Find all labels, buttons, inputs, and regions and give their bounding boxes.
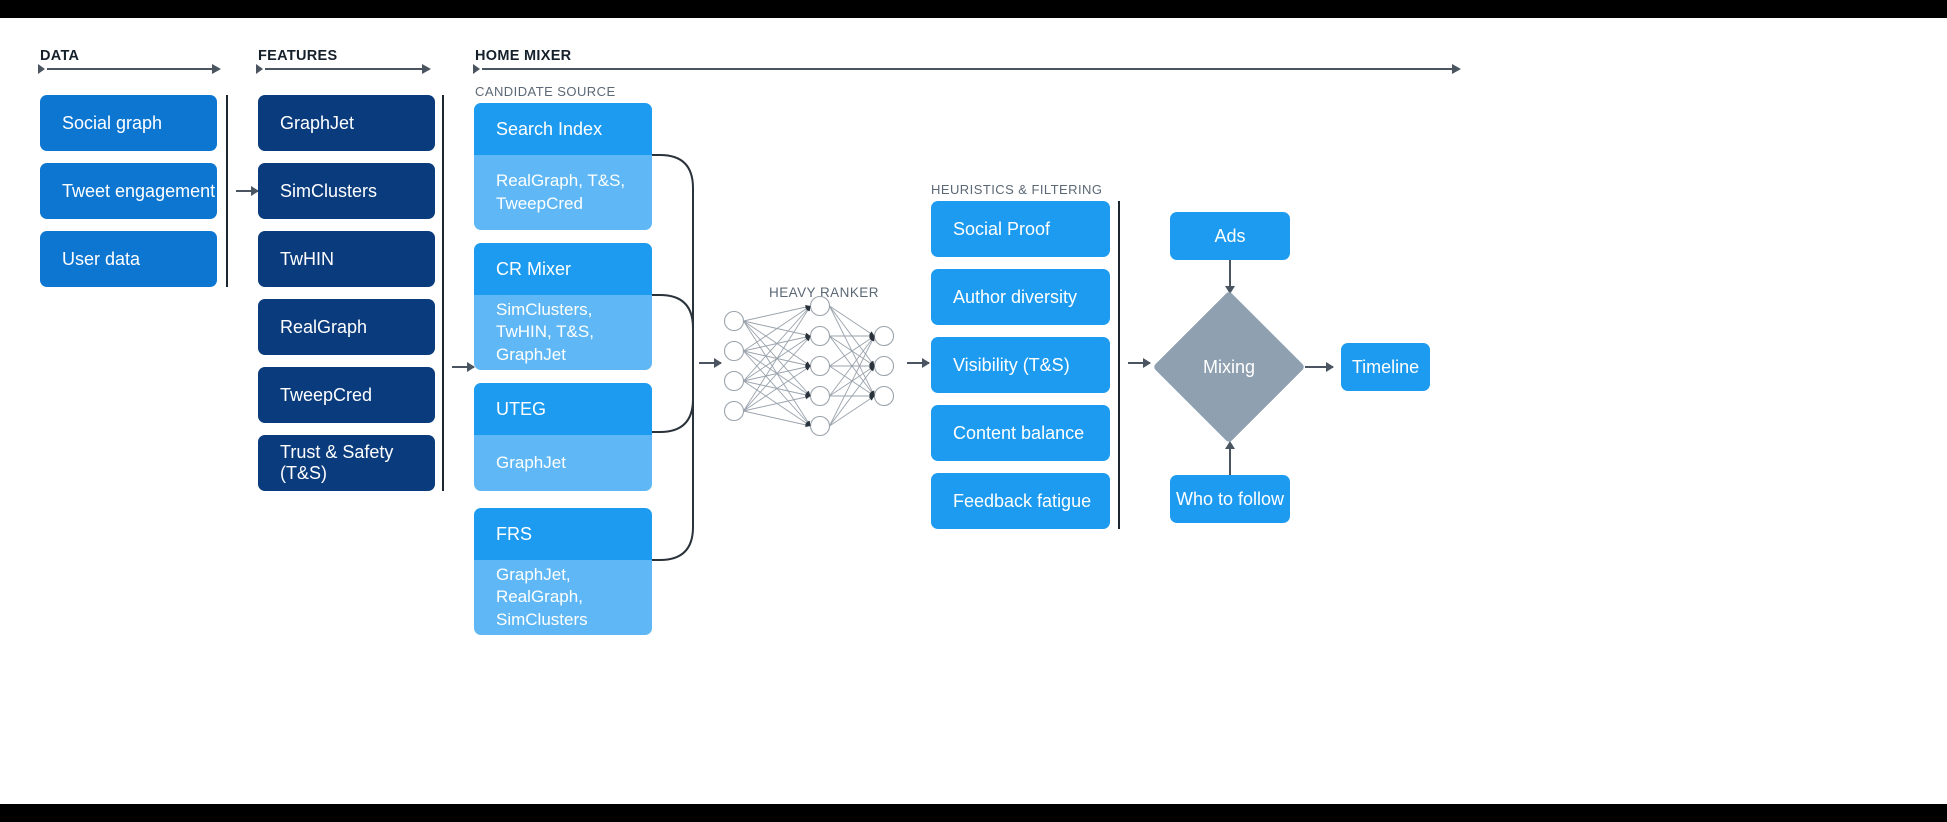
subsection-title-heuristics: HEURISTICS & FILTERING bbox=[931, 182, 1103, 197]
divider-features-homemixer bbox=[442, 95, 444, 491]
diagram-canvas: DATA FEATURES HOME MIXER CANDIDATE SOURC… bbox=[0, 18, 1947, 804]
who-to-follow-label: Who to follow bbox=[1175, 488, 1285, 509]
feature-box-label: Trust & Safety (T&S) bbox=[280, 442, 394, 483]
heuristic-box-label: Social Proof bbox=[953, 218, 1051, 239]
feature-box-label: RealGraph bbox=[280, 316, 368, 337]
arrow-heavy-ranker-to-heuristics bbox=[907, 358, 930, 368]
divider-data-features bbox=[226, 95, 228, 287]
arrow-mixing-to-timeline bbox=[1305, 362, 1334, 372]
home-mixer-rule-arrowhead bbox=[1452, 64, 1461, 74]
heuristic-box-label: Visibility (T&S) bbox=[953, 354, 1070, 375]
candidate-source-cr-mixer[interactable]: CR Mixer SimClusters, TwHIN, T&S, GraphJ… bbox=[474, 243, 652, 370]
arrow-heuristics-to-mixing bbox=[1128, 358, 1151, 368]
candidate-source-search-index[interactable]: Search Index RealGraph, T&S, TweepCred bbox=[474, 103, 652, 230]
arrow-candidates-to-heavy-ranker bbox=[699, 358, 722, 368]
data-box-user-data[interactable]: User data bbox=[40, 231, 217, 287]
data-box-label: Tweet engagement bbox=[62, 180, 216, 201]
timeline-label: Timeline bbox=[1351, 356, 1420, 377]
feature-box-realgraph[interactable]: RealGraph bbox=[258, 299, 435, 355]
feature-box-tweepcred[interactable]: TweepCred bbox=[258, 367, 435, 423]
heuristic-box-author-diversity[interactable]: Author diversity bbox=[931, 269, 1110, 325]
candidate-source-name: Search Index bbox=[474, 103, 652, 155]
features-rule-arrowhead bbox=[422, 64, 431, 74]
candidate-source-uteg[interactable]: UTEG GraphJet bbox=[474, 383, 652, 491]
candidate-source-features: GraphJet, RealGraph, SimClusters bbox=[474, 560, 652, 635]
candidate-source-features: GraphJet bbox=[474, 435, 652, 491]
who-to-follow-box[interactable]: Who to follow bbox=[1170, 475, 1290, 523]
heuristic-box-label: Author diversity bbox=[953, 286, 1078, 307]
feature-box-label: GraphJet bbox=[280, 112, 355, 133]
ads-box[interactable]: Ads bbox=[1170, 212, 1290, 260]
home-mixer-rule-start-marker bbox=[473, 64, 480, 74]
arrow-who-to-follow-to-mixing bbox=[1225, 441, 1235, 475]
feature-box-trust-safety[interactable]: Trust & Safety (T&S) bbox=[258, 435, 435, 491]
data-rule-arrowhead bbox=[212, 64, 221, 74]
feature-box-label: TweepCred bbox=[280, 384, 373, 405]
feature-box-label: TwHIN bbox=[280, 248, 334, 269]
data-rule-start-marker bbox=[38, 64, 45, 74]
candidate-source-name: UTEG bbox=[474, 383, 652, 435]
heuristic-box-social-proof[interactable]: Social Proof bbox=[931, 201, 1110, 257]
heuristic-box-label: Feedback fatigue bbox=[953, 490, 1092, 511]
candidate-source-name: CR Mixer bbox=[474, 243, 652, 295]
home-mixer-rule bbox=[482, 68, 1459, 70]
ads-label: Ads bbox=[1214, 225, 1246, 246]
feature-box-label: SimClusters bbox=[280, 180, 378, 201]
features-rule-start-marker bbox=[256, 64, 263, 74]
heuristic-box-label: Content balance bbox=[953, 422, 1085, 443]
candidate-source-name: FRS bbox=[474, 508, 652, 560]
mixing-label: Mixing bbox=[1202, 356, 1255, 377]
subsection-title-heavy-ranker: HEAVY RANKER bbox=[769, 285, 879, 300]
section-title-features: FEATURES bbox=[258, 48, 338, 64]
features-rule bbox=[265, 68, 429, 70]
data-rule bbox=[47, 68, 219, 70]
data-box-social-graph[interactable]: Social graph bbox=[40, 95, 217, 151]
data-box-tweet-engagement[interactable]: Tweet engagement bbox=[40, 163, 217, 219]
data-box-label: Social graph bbox=[62, 112, 163, 133]
data-box-label: User data bbox=[62, 248, 141, 269]
candidate-source-features: RealGraph, T&S, TweepCred bbox=[474, 155, 652, 230]
candidate-source-features: SimClusters, TwHIN, T&S, GraphJet bbox=[474, 295, 652, 370]
subsection-title-candidate-source: CANDIDATE SOURCE bbox=[475, 84, 616, 99]
arrow-features-to-home-mixer bbox=[452, 362, 475, 372]
heuristic-box-content-balance[interactable]: Content balance bbox=[931, 405, 1110, 461]
divider-heuristics-mixing bbox=[1118, 201, 1120, 529]
feature-box-twhin[interactable]: TwHIN bbox=[258, 231, 435, 287]
timeline-box[interactable]: Timeline bbox=[1341, 343, 1430, 391]
candidate-source-frs[interactable]: FRS GraphJet, RealGraph, SimClusters bbox=[474, 508, 652, 635]
feature-box-simclusters[interactable]: SimClusters bbox=[258, 163, 435, 219]
arrow-data-to-features bbox=[236, 186, 259, 196]
feature-box-graphjet[interactable]: GraphJet bbox=[258, 95, 435, 151]
section-title-home-mixer: HOME MIXER bbox=[475, 48, 572, 64]
heuristic-box-feedback-fatigue[interactable]: Feedback fatigue bbox=[931, 473, 1110, 529]
arrow-ads-to-mixing bbox=[1225, 260, 1235, 294]
section-title-data: DATA bbox=[40, 48, 80, 64]
heuristic-box-visibility[interactable]: Visibility (T&S) bbox=[931, 337, 1110, 393]
